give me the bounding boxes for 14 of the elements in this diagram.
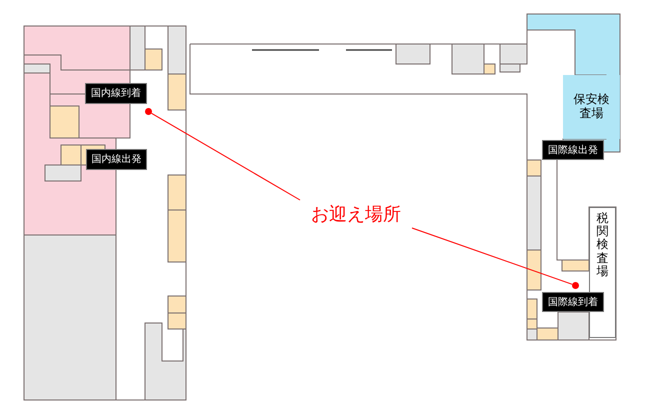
area-label <box>86 149 147 170</box>
area-name: お迎え場所 <box>311 202 401 226</box>
area-name: 税関検査場 <box>596 212 608 280</box>
area-label <box>542 140 604 160</box>
leader-line <box>151 112 300 200</box>
area-name: 国内線出発 <box>92 152 142 167</box>
area-name: 国際線到着 <box>548 296 598 310</box>
area-label <box>542 292 604 312</box>
area-name: 保安検査場 <box>572 93 610 121</box>
security-area <box>563 75 620 139</box>
area-name: 国内線到着 <box>91 86 141 101</box>
area-label <box>85 83 147 104</box>
customs-area <box>589 207 616 338</box>
area-name: 国際線出発 <box>548 144 598 158</box>
